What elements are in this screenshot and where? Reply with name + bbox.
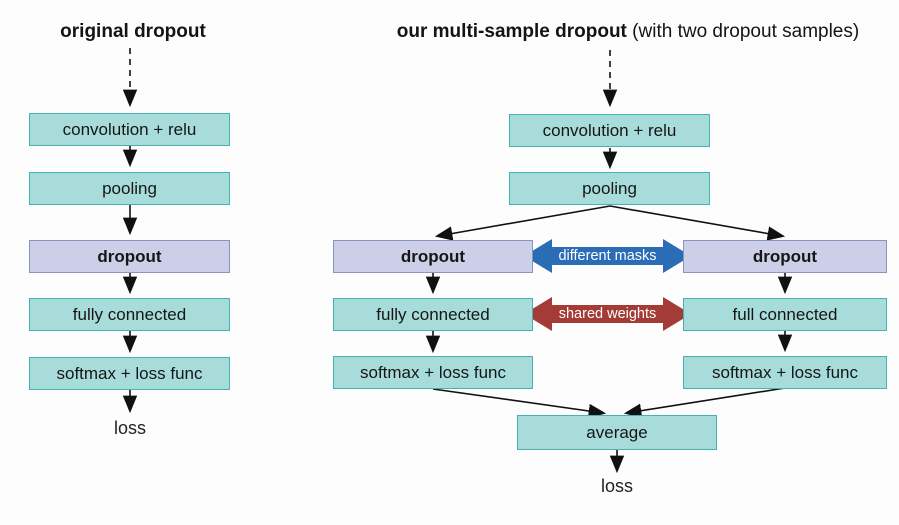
box-dropout-branch1: dropout [333,240,533,273]
shared-weights-label: shared weights [558,306,657,322]
arrow-pooling-to-dropout-branch2 [609,205,786,241]
different-masks-arrow [524,239,691,273]
loss-label-left: loss [113,418,146,438]
box-pooling-left: pooling [29,172,230,205]
box-softmax-loss-branch1: softmax + loss func [333,356,533,389]
arrow-softmax1-to-average [432,388,607,419]
right-diagram-title-bold: our multi-sample dropout [396,21,627,42]
box-softmax-loss-branch2: softmax + loss func [683,356,887,389]
shared-weights-arrow [524,297,691,331]
box-full-connected-branch2: full connected [683,298,887,331]
box-convolution-relu-right: convolution + relu [509,114,710,147]
box-average: average [517,415,717,450]
left-diagram-title: original dropout [60,21,206,42]
right-diagram-connectors [425,50,793,474]
box-fully-connected-left: fully connected [29,298,230,331]
right-diagram-title-subtitle: (with two dropout samples) [626,21,860,42]
arrow-softmax2-to-average [623,387,786,418]
different-masks-label: different masks [558,248,657,264]
loss-label-right: loss [600,476,633,496]
box-fully-connected-branch1: fully connected [333,298,533,331]
box-softmax-loss-left: softmax + loss func [29,357,230,390]
arrow-pooling-to-dropout-branch1 [434,205,611,241]
box-dropout-branch2: dropout [683,240,887,273]
box-dropout-left: dropout [29,240,230,273]
box-convolution-relu-left: convolution + relu [29,113,230,146]
box-pooling-right: pooling [509,172,710,205]
right-diagram-title: our multi-sample dropout (with two dropo… [358,21,898,43]
